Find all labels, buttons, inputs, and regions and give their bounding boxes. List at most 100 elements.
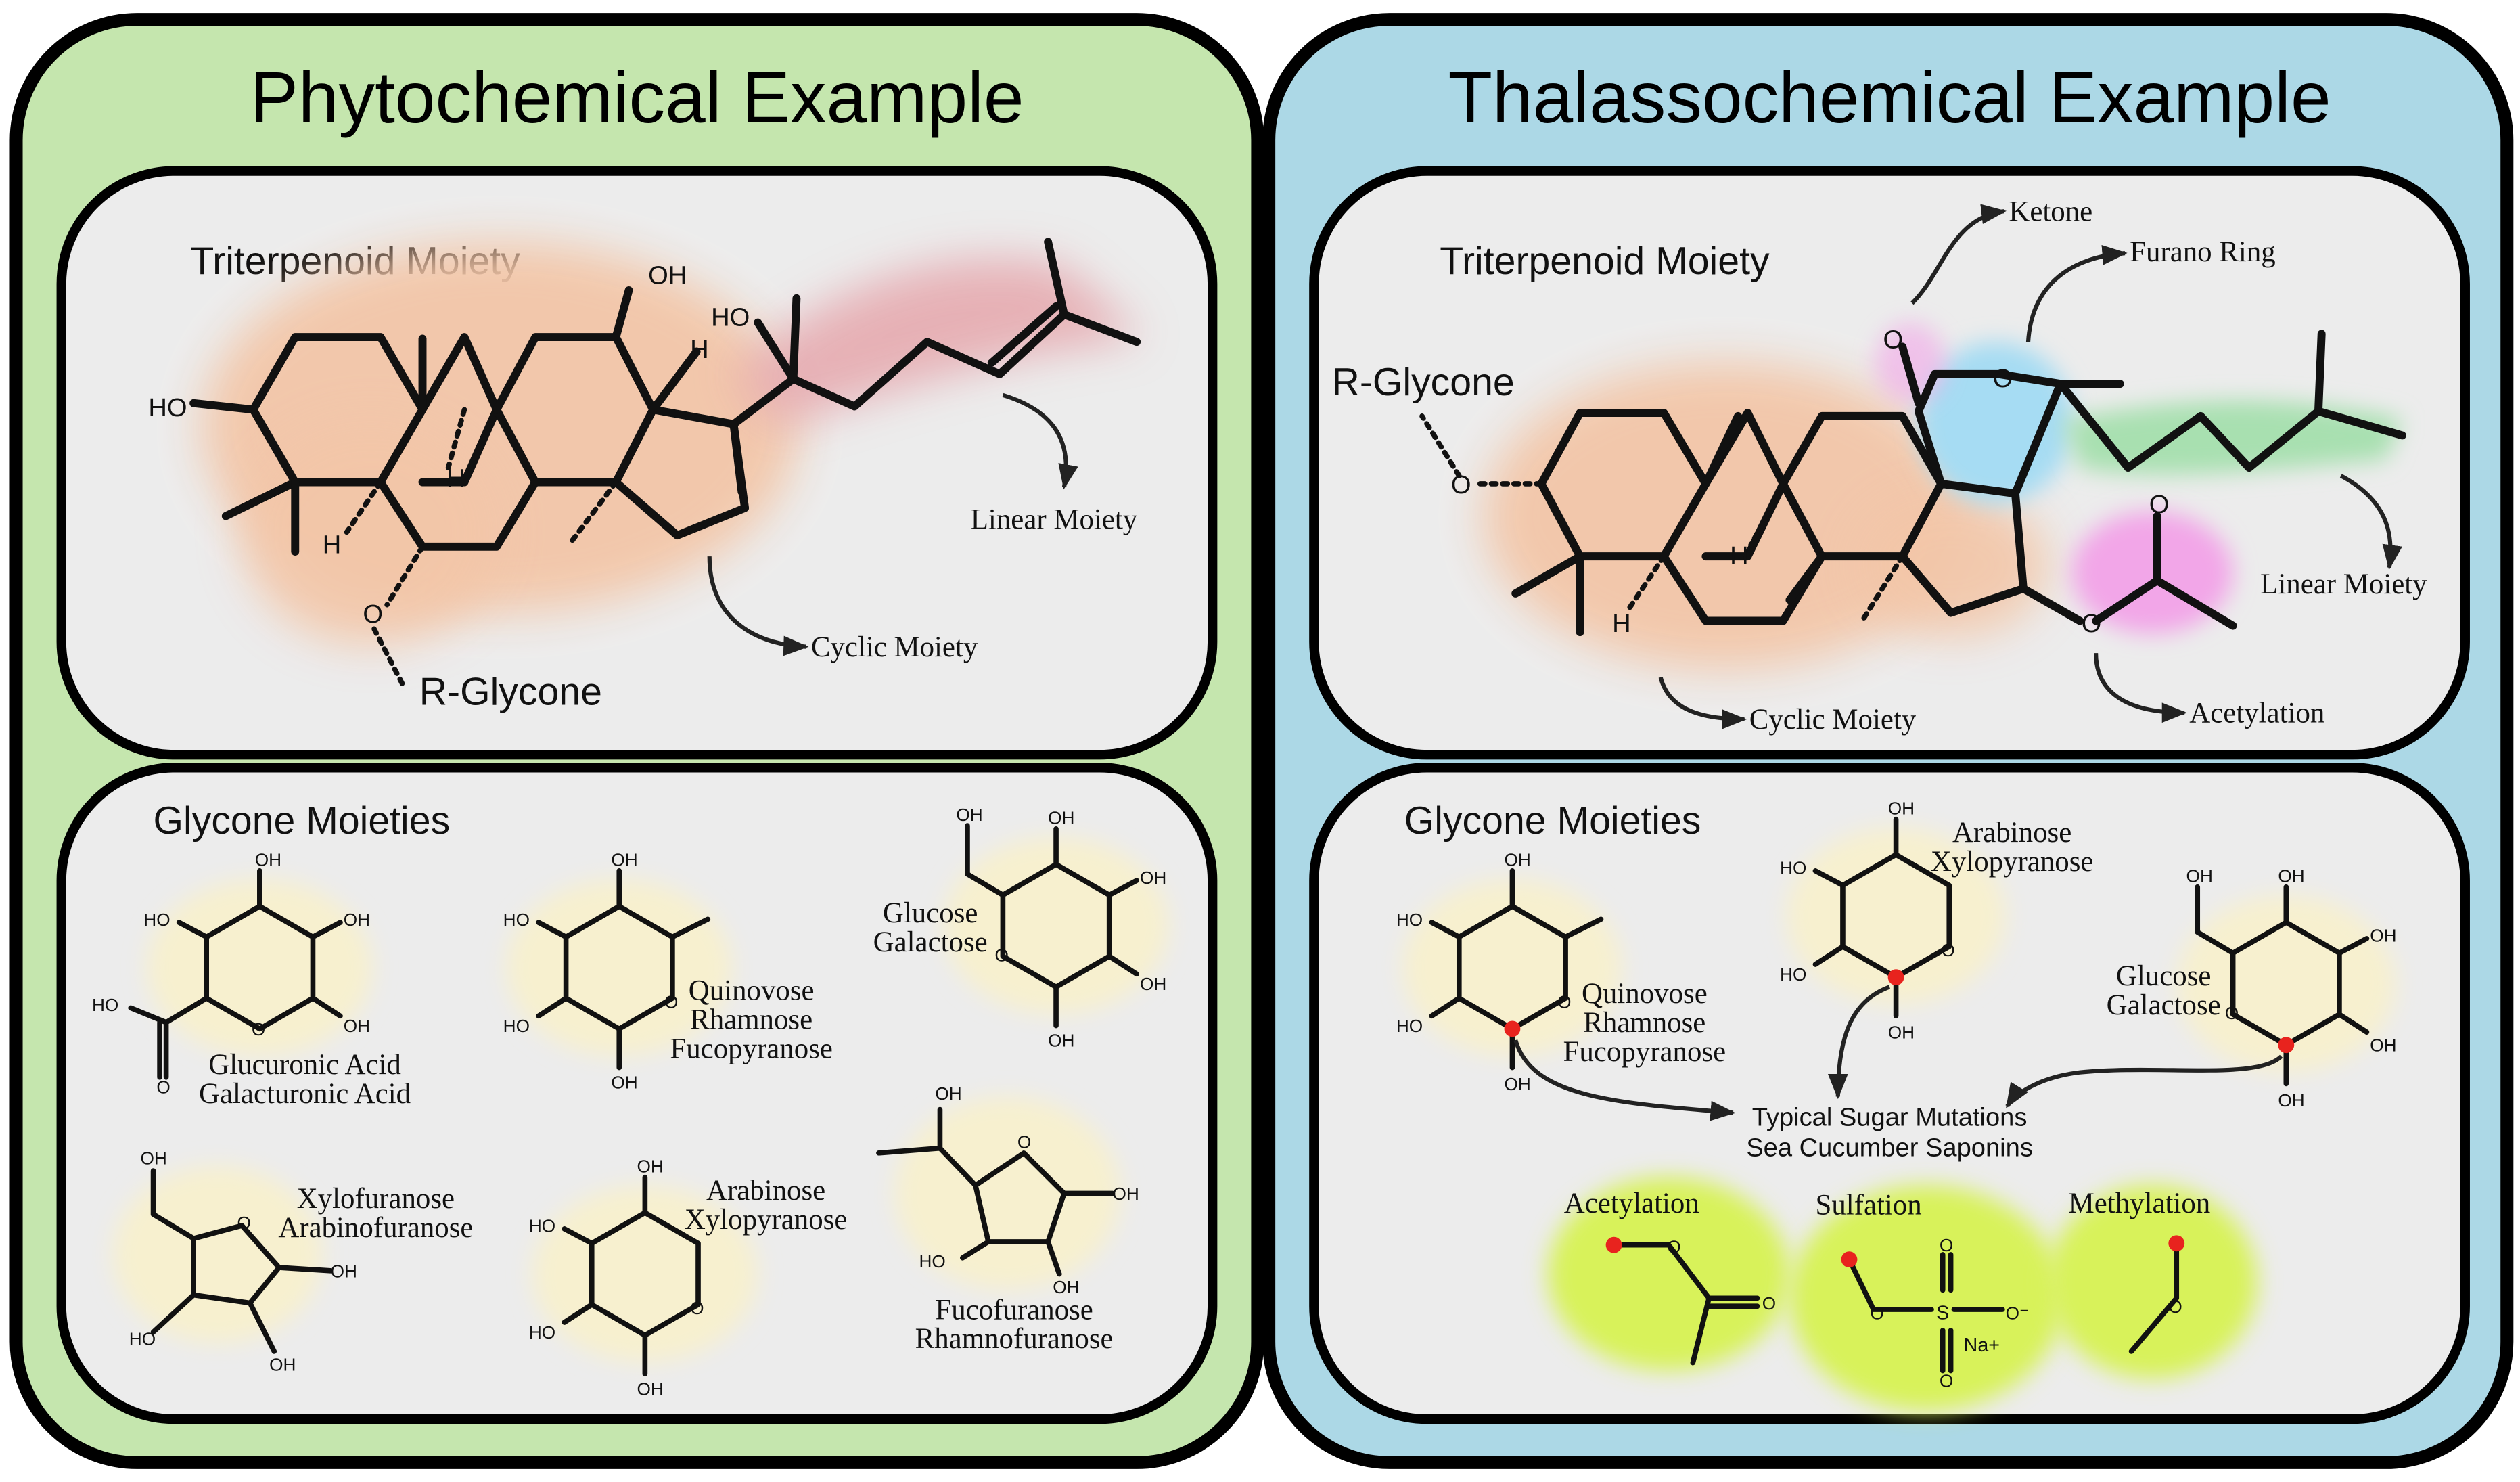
atom-ho: HO	[711, 302, 750, 332]
thalasso-linear-moiety-label: Linear Moiety	[2260, 568, 2427, 600]
sugar-name: Quinovose	[689, 974, 815, 1006]
sugar-name: Xylopyranose	[685, 1204, 848, 1236]
sugar-glow	[2176, 895, 2396, 1073]
atom-oh: OH	[2370, 1035, 2396, 1056]
mod-methylation: Methylation O	[2047, 1185, 2258, 1379]
thalassochemical-panel: Thalassochemical Example Triterpenoid Mo…	[1262, 13, 2514, 1469]
sugar-glucose-marine: OH OH OH O OH OH Glucose Galactose	[2107, 866, 2397, 1110]
atom-oh: OH	[1888, 798, 1915, 818]
atom-ho: HO	[1780, 858, 1806, 878]
mutation-glow	[1789, 1185, 2064, 1412]
phyto-glycone-heading: Glycone Moieties	[154, 799, 451, 843]
atom-o: O	[1762, 1293, 1776, 1313]
mutation-arrow-arabinose	[1827, 985, 1891, 1100]
linear-moiety-arrow	[1002, 392, 1078, 490]
thalasso-aglycone-heading: Triterpenoid Moiety	[1440, 240, 1770, 283]
mod-label: Acetylation	[1564, 1188, 1699, 1219]
atom-ho: HO	[1780, 964, 1806, 985]
atom-o: O	[252, 1019, 265, 1039]
phytochemical-panel: Phytochemical Example Triterpenoid Moiet…	[9, 13, 1264, 1469]
atom-oh: OH	[1053, 1277, 1079, 1297]
sugar-name: Fucopyranose	[670, 1033, 833, 1064]
atom-o: O	[664, 991, 678, 1012]
atom-ho: HO	[503, 1016, 530, 1036]
atom-o: O	[2168, 1297, 2182, 1317]
atom-oh: OH	[637, 1156, 663, 1176]
sugar-glow	[506, 878, 733, 1056]
atom-ho: HO	[1396, 910, 1423, 930]
atom-oh: OH	[1048, 1031, 1074, 1051]
atom-o: O	[1940, 1235, 1953, 1255]
atom-ho: HO	[148, 393, 187, 422]
atom-h: H	[323, 530, 342, 559]
atom-oh: OH	[1505, 850, 1531, 870]
mutations-title: Typical Sugar Mutations	[1752, 1102, 2028, 1131]
mod-sulfation: Sulfation O S O O O⁻ Na+	[1789, 1185, 2064, 1412]
sugar-glucose: OH OH OH O OH OH Glucose Galactose	[873, 805, 1169, 1051]
thalasso-triterpenoid-skeleton	[1419, 330, 2406, 637]
atom-oh: OH	[2278, 866, 2304, 886]
attachment-dot	[1841, 1251, 1858, 1268]
mutation-glow	[1547, 1177, 1790, 1371]
atom-o: O	[1993, 364, 2013, 393]
acetylation-arrow	[2094, 653, 2187, 723]
sugar-glow	[894, 1096, 1121, 1290]
sugar-name: Arabinose	[1952, 817, 2071, 849]
phyto-linear-moiety-label: Linear Moiety	[971, 504, 1138, 536]
cyclic-moiety-arrow	[707, 556, 809, 656]
phytochemical-title: Phytochemical Example	[250, 57, 1024, 138]
atom-oh: OH	[2370, 926, 2396, 946]
atom-oh: OH	[637, 1378, 663, 1399]
attachment-dot	[1504, 1020, 1521, 1037]
sugar-name: Rhamnose	[690, 1004, 812, 1035]
phyto-triterpenoid-skeleton	[189, 238, 1141, 688]
atom-oh: OH	[1112, 1184, 1139, 1204]
thalasso-glycone-heading: Glycone Moieties	[1404, 799, 1701, 843]
attachment-dot	[1605, 1236, 1622, 1253]
atom-h: H	[690, 335, 709, 364]
atom-oh: OH	[2186, 866, 2213, 886]
atom-oh: OH	[956, 805, 982, 825]
sugar-name: Xylopyranose	[1931, 846, 2094, 878]
atom-oh: OH	[269, 1355, 296, 1375]
atom-ho: HO	[919, 1251, 945, 1272]
atom-o: O	[2149, 490, 2170, 519]
mutation-arrow-quinovose	[1513, 1039, 1736, 1121]
atom-ho: HO	[92, 995, 118, 1015]
atom-o: O	[2225, 1003, 2239, 1023]
thalasso-cyclic-moiety-label: Cyclic Moiety	[1749, 704, 1917, 736]
attachment-dot	[1887, 969, 1904, 986]
phyto-r-glycone-label: R-Glycone	[419, 670, 602, 713]
sugar-name: Xylofuranose	[297, 1183, 455, 1215]
sugar-name: Quinovose	[1582, 978, 1708, 1010]
atom-h: H	[1730, 541, 1749, 570]
thalasso-atom-labels: O O O H H O O	[1451, 325, 2170, 638]
thalassochemical-title: Thalassochemical Example	[1448, 57, 2331, 138]
atom-o: O	[690, 1298, 704, 1318]
atom-o: O	[237, 1213, 250, 1233]
atom-o: O	[1940, 1370, 1953, 1391]
sugar-name: Glucose	[2116, 960, 2212, 992]
ketone-label: Ketone	[2009, 196, 2092, 227]
sugar-fucofuranose: OH O OH HO OH Fucofuranose Rhamnofuranos…	[876, 1083, 1139, 1355]
atom-o-minus: O⁻	[2006, 1303, 2029, 1323]
cyclic-moiety-glow	[1483, 363, 1967, 669]
ketone-arrow	[1910, 204, 2007, 305]
mod-acetylation: Acetylation O O	[1547, 1177, 1790, 1371]
atom-oh: OH	[1140, 868, 1166, 888]
sugar-glow	[1402, 878, 1622, 1056]
atom-o: O	[1667, 1237, 1680, 1257]
atom-oh: OH	[2278, 1090, 2304, 1110]
atom-o: O	[1557, 991, 1571, 1012]
linear-moiety-arrow	[2339, 474, 2403, 570]
atom-h: H	[1612, 609, 1631, 638]
atom-o: O	[1017, 1132, 1031, 1152]
attachment-dot	[2278, 1037, 2295, 1054]
sugar-glow	[147, 878, 373, 1056]
atom-ho: HO	[1396, 1016, 1423, 1036]
sugar-name: Arabinose	[706, 1175, 825, 1207]
cyclic-moiety-glow-lower	[242, 419, 500, 646]
atom-o: O	[2082, 609, 2102, 638]
sugar-glow	[532, 1185, 758, 1363]
